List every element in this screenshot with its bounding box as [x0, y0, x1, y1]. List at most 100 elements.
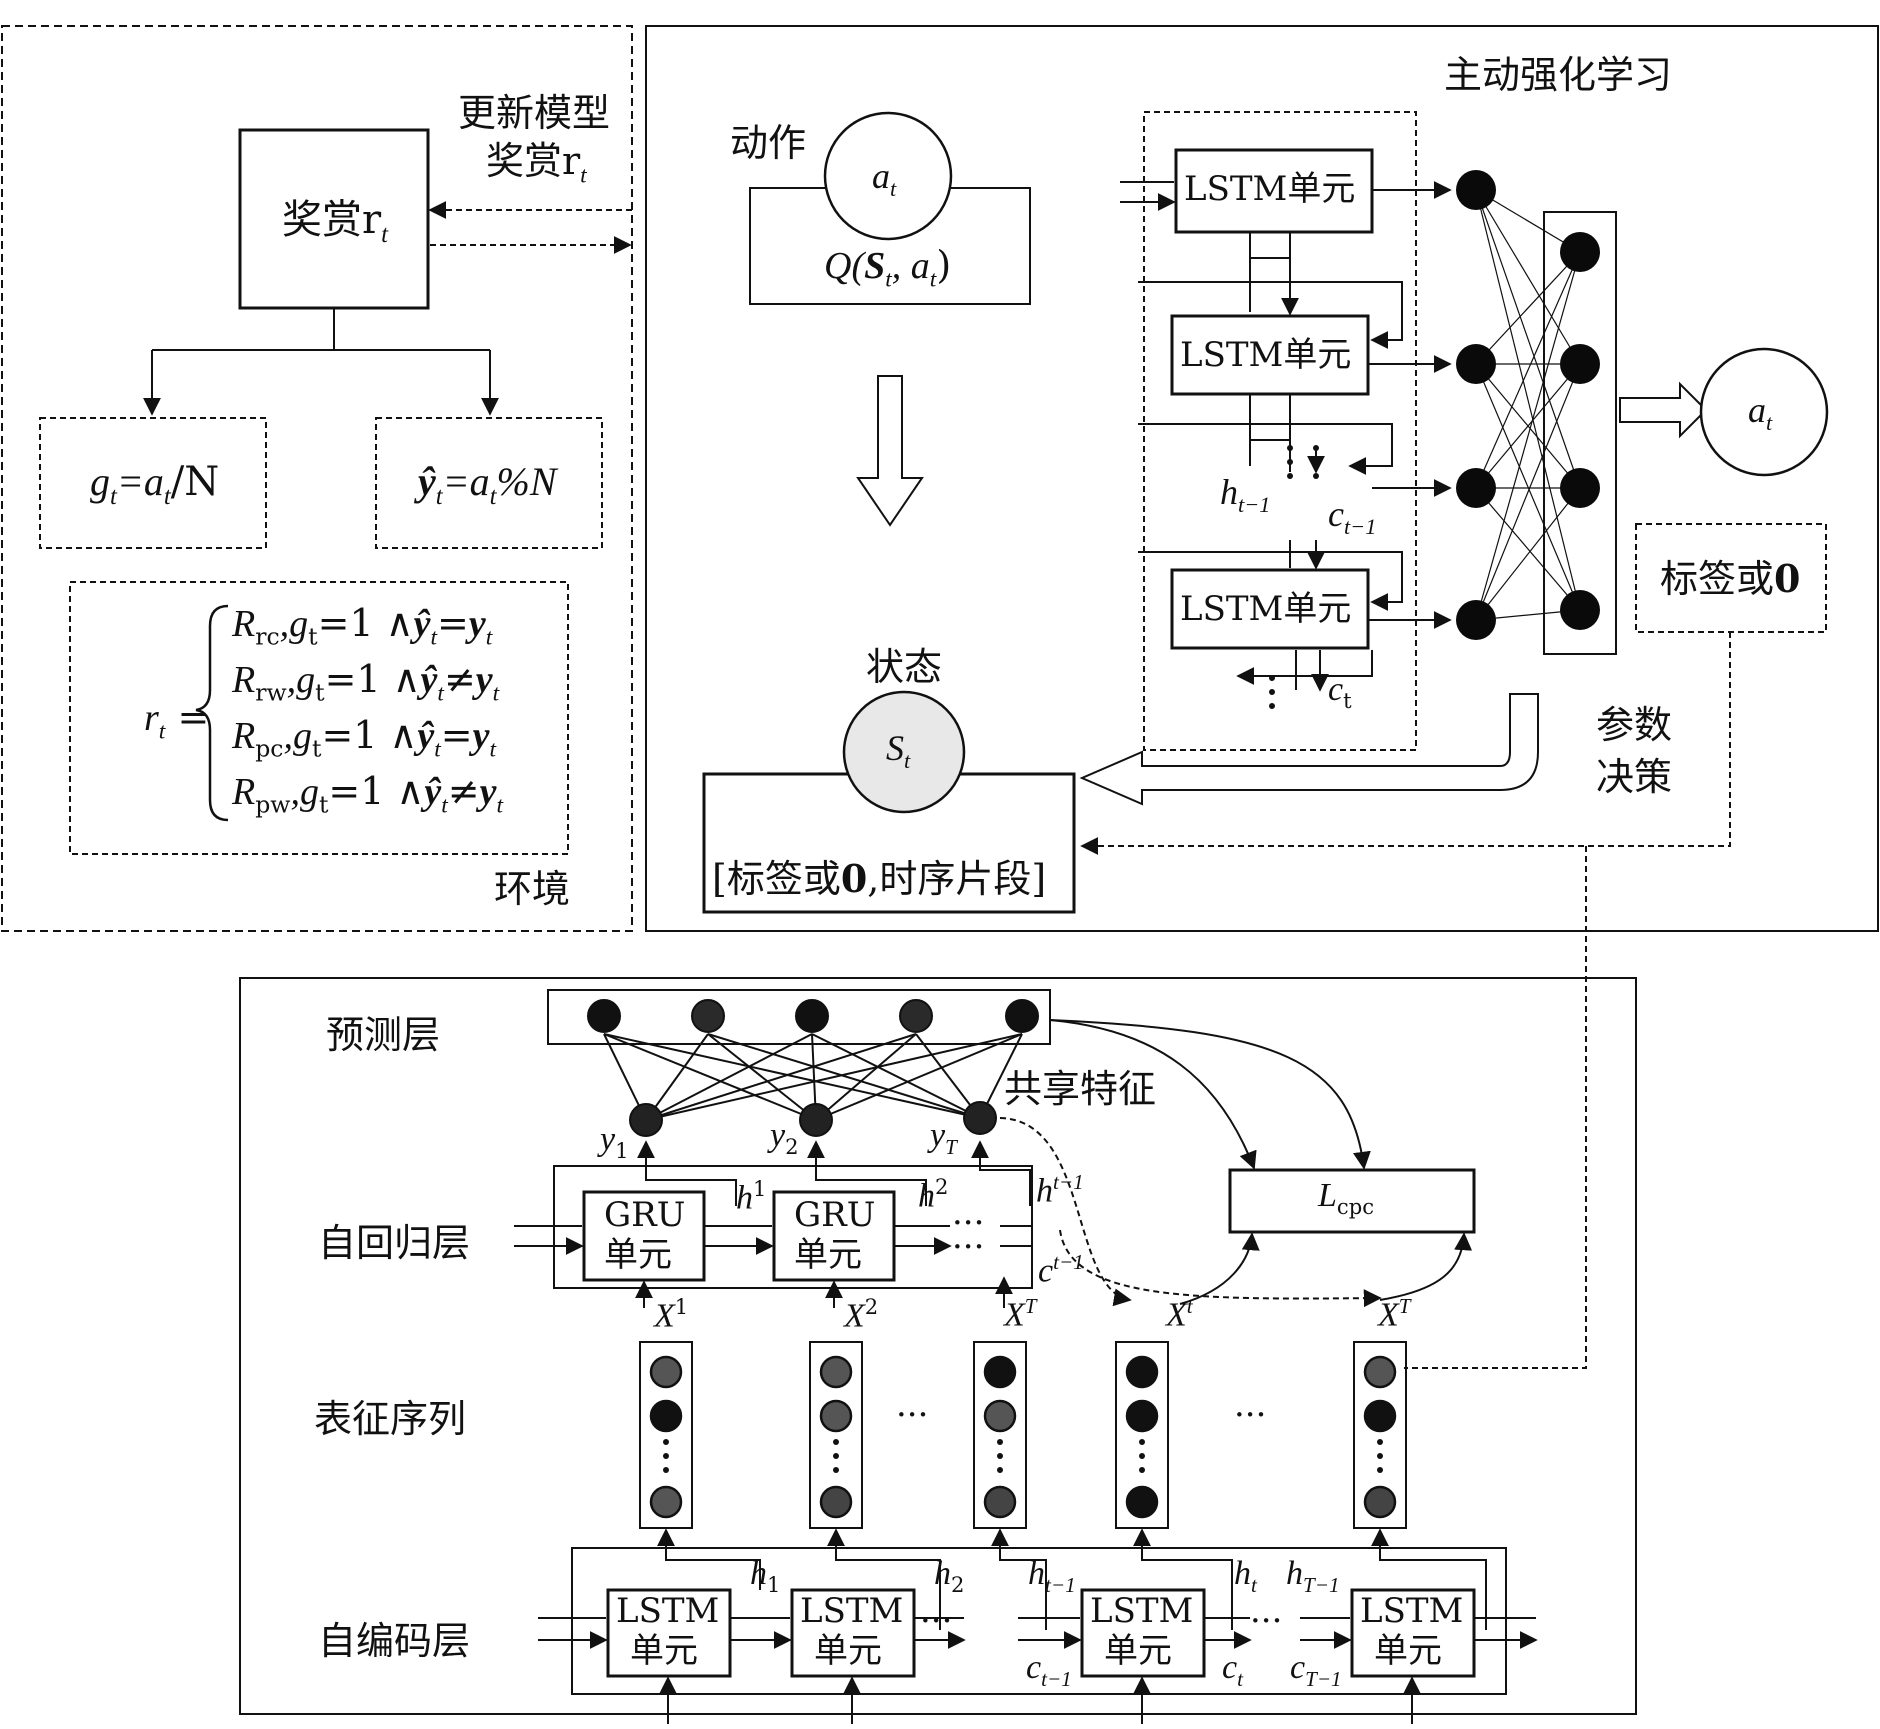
repr-col-4 — [1115, 1341, 1169, 1529]
decision-label: 决策 — [1596, 755, 1673, 799]
hg2-label: h2 — [918, 1174, 949, 1215]
gru-1-line2: 单元 — [604, 1235, 672, 1275]
XT-label: XT — [1378, 1294, 1411, 1334]
repr-col-3 — [973, 1341, 1027, 1529]
rl-hidden-node — [1456, 468, 1496, 508]
prediction-connections — [603, 1033, 1023, 1121]
prediction-connection — [645, 1033, 917, 1121]
environment-panel — [1, 25, 633, 932]
repr-ellipsis-2: ··· — [1234, 1395, 1267, 1435]
q-formula: Q(St, at) — [824, 243, 952, 293]
repr-node — [983, 1485, 1017, 1519]
reward-box-label: 奖赏rt — [282, 197, 389, 248]
reward-case: Rrc,gt=1 ∧ŷt=yt — [232, 601, 493, 651]
X1-label: X1 — [654, 1294, 689, 1335]
reward-case: Rpw,gt=1 ∧ŷt≠yt — [232, 769, 504, 819]
ar-ellipsis-2: ··· — [952, 1227, 985, 1267]
rl-connection — [1475, 251, 1581, 365]
ae-lstm-1-line1: LSTM — [616, 1591, 720, 1631]
prediction-connection — [811, 1033, 981, 1119]
rl-title: 主动强化学习 — [1444, 53, 1673, 97]
repr-node — [1363, 1485, 1397, 1519]
ar-layer-label: 自回归层 — [318, 1221, 471, 1265]
rl-connection — [1475, 251, 1581, 621]
lstm-unit-3-label: LSTM单元 — [1180, 589, 1352, 629]
prediction-connection — [815, 1033, 917, 1121]
ht1-label: ht−1 — [1028, 1555, 1076, 1597]
X2-label: X2 — [844, 1294, 879, 1335]
repr-node — [983, 1355, 1017, 1389]
shared-feature-label: 共享特征 — [1004, 1067, 1157, 1111]
prediction-node — [587, 999, 621, 1033]
environment-label: 环境 — [494, 867, 571, 911]
prediction-connection — [603, 1033, 817, 1121]
h2-label: h2 — [934, 1555, 965, 1597]
rl-connection — [1475, 251, 1581, 489]
rt-label: rt = — [144, 695, 210, 745]
hgT-label: ht−1 — [1036, 1170, 1084, 1210]
prediction-connection — [707, 1033, 817, 1121]
repr-node — [1125, 1485, 1159, 1519]
prediction-connection — [707, 1033, 981, 1119]
action-symbol: at — [872, 156, 897, 202]
repr-node — [983, 1399, 1017, 1433]
ae-lstm-2-line1: LSTM — [800, 1591, 904, 1631]
repr-ellipsis-1: ··· — [896, 1395, 929, 1435]
rl-output-node — [1560, 344, 1600, 384]
output-action-symbol: at — [1748, 390, 1773, 436]
y-formula-box — [375, 417, 603, 549]
g-formula: gt=at/N — [90, 459, 220, 510]
update-model-label: 更新模型 — [458, 91, 611, 135]
prediction-node — [691, 999, 725, 1033]
rl-connection — [1475, 189, 1581, 611]
y2-label: y2 — [770, 1117, 799, 1159]
ar-ellipsis-1: ··· — [952, 1203, 985, 1243]
rl-hidden-node — [1456, 170, 1496, 210]
state-box-label: [标签或0,时序片段] — [712, 856, 1047, 901]
L-cpc-box — [1228, 1168, 1476, 1234]
repr-col-2 — [809, 1341, 863, 1529]
repr-node — [819, 1399, 853, 1433]
rl-hidden-node — [1456, 600, 1496, 640]
bottom-panel — [239, 977, 1637, 1715]
XT-label-ar: XT — [1004, 1294, 1037, 1334]
h1-label: h1 — [750, 1555, 781, 1597]
ae-lstm-3-line1: LSTM — [1090, 1591, 1194, 1631]
state-label: 状态 — [866, 645, 943, 689]
repr-col-5 — [1353, 1341, 1407, 1529]
ae-lstm-2-line2: 单元 — [814, 1631, 882, 1671]
ae-lstm-3-line2: 单元 — [1104, 1631, 1172, 1671]
y1-label: y1 — [600, 1121, 629, 1163]
c-prev-label: ct−1 — [1328, 494, 1377, 540]
repr-seq-label: 表征序列 — [314, 1397, 467, 1441]
rl-output-node — [1560, 232, 1600, 272]
prediction-node — [899, 999, 933, 1033]
ae-ellipsis-1: ··· — [920, 1601, 953, 1641]
repr-node — [1125, 1355, 1159, 1389]
repr-node — [819, 1355, 853, 1389]
prediction-connection — [815, 1033, 1023, 1121]
repr-node — [649, 1485, 683, 1519]
prediction-connection — [645, 1033, 1023, 1121]
prediction-connection — [645, 1033, 709, 1121]
L-cpc-label: Lcpc — [1318, 1177, 1375, 1219]
cg-label: ct−1 — [1038, 1250, 1084, 1290]
param-label: 参数 — [1596, 703, 1673, 747]
repr-col-1 — [639, 1341, 693, 1529]
lstm-unit-2 — [1170, 314, 1370, 396]
ar-output-node — [799, 1103, 833, 1137]
ct-label: ct — [1222, 1649, 1243, 1691]
hg1-label: h1 — [736, 1176, 767, 1217]
down-hollow-arrow — [856, 375, 924, 527]
param-hollow-arrow — [1079, 693, 1539, 806]
ar-output-node — [963, 1101, 997, 1135]
ae-lstm-4-line2: 单元 — [1374, 1631, 1442, 1671]
prediction-layer-box — [547, 989, 1051, 1045]
rl-connection — [1475, 189, 1581, 253]
ae-layer-box — [571, 1547, 1507, 1695]
rl-connection — [1475, 487, 1581, 611]
lstm-unit-3 — [1170, 568, 1370, 650]
rl-hidden-node — [1456, 344, 1496, 384]
